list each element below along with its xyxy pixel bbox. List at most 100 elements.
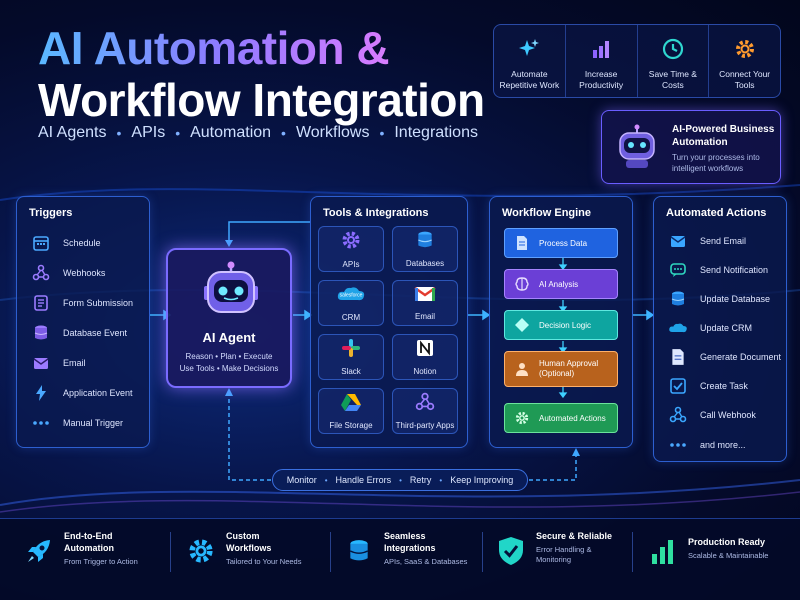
email-icon (668, 231, 688, 251)
benefit-title: Custom Workflows (226, 531, 272, 553)
tool-email[interactable]: Email (392, 280, 458, 326)
feature-save-time: Save Time & Costs (638, 25, 710, 97)
feature-productivity: Increase Productivity (566, 25, 638, 97)
trigger-item[interactable]: Schedule (31, 233, 101, 253)
workflow-step-process-data[interactable]: Process Data (504, 228, 618, 258)
trigger-item[interactable]: Form Submission (31, 293, 133, 313)
salesforce-icon: salesforce (336, 284, 366, 309)
robot-icon (612, 123, 662, 178)
feature-connect: Connect Your Tools (709, 25, 780, 97)
benefit-secure: Secure & Reliable Error Handling & Monit… (496, 530, 612, 568)
calendar-icon (31, 233, 51, 253)
tool-slack[interactable]: Slack (318, 334, 384, 380)
trigger-item[interactable]: Manual Trigger (31, 413, 123, 433)
benefit-title: Secure & Reliable (536, 531, 613, 541)
benefit-subtitle: From Trigger to Action (64, 557, 138, 566)
benefit-subtitle: Tailored to Your Needs (226, 557, 302, 566)
workflow-step-automated-actions[interactable]: Automated Actions (504, 403, 618, 433)
separator: • (439, 475, 443, 485)
robot-icon (198, 260, 264, 331)
actions-title: Automated Actions (666, 207, 767, 219)
tool-apis[interactable]: APIs (318, 226, 384, 272)
title-line-2: Workflow Integration (38, 74, 485, 126)
tool-notion[interactable]: Notion (392, 334, 458, 380)
ai-agent-line-1: Reason • Plan • Execute (185, 352, 273, 361)
tag-separator: • (379, 125, 385, 141)
action-item[interactable]: Send Email (668, 231, 746, 251)
tool-label: Third-party Apps (395, 421, 455, 430)
benefit-subtitle: Scalable & Maintainable (688, 551, 769, 560)
trigger-item[interactable]: Database Event (31, 323, 127, 343)
action-label: Create Task (700, 381, 748, 391)
handle-errors-label: Handle Errors (335, 475, 392, 485)
gear-icon (340, 229, 362, 256)
tag-automation: Automation (190, 124, 272, 141)
tool-label: Notion (413, 367, 437, 376)
trigger-label: Form Submission (63, 298, 134, 308)
person-icon (513, 360, 531, 378)
tool-label: Slack (341, 367, 361, 376)
feature-label: Automate Repetitive Work (499, 69, 560, 90)
title-line-1: AI Automation & (38, 22, 485, 74)
tool-crm[interactable]: salesforce CRM (318, 280, 384, 326)
divider (632, 532, 633, 572)
tool-label: CRM (341, 313, 361, 322)
ai-agent-card: AI Agent Reason • Plan • Execute Use Too… (166, 248, 292, 388)
workflow-step-decision-logic[interactable]: Decision Logic (504, 310, 618, 340)
action-item[interactable]: Create Task (668, 376, 748, 396)
benefit-production-ready: Production Ready Scalable & Maintainable (648, 530, 768, 568)
trigger-item[interactable]: Webhooks (31, 263, 105, 283)
database-icon (668, 289, 688, 309)
tool-file-storage[interactable]: File Storage (318, 388, 384, 434)
notion-icon (415, 338, 435, 363)
action-item[interactable]: Send Notification (668, 260, 768, 280)
feature-label: Increase Productivity (579, 69, 624, 90)
gear-icon (731, 35, 759, 63)
workflow-connectors (558, 258, 568, 399)
keep-improving-label: Keep Improving (450, 475, 514, 485)
diamond-icon (513, 316, 531, 334)
tool-third-party[interactable]: Third-party Apps (392, 388, 458, 434)
ai-agent-description: Reason • Plan • Execute Use Tools • Make… (168, 351, 290, 375)
ai-agent-line-2: Use Tools • Make Decisions (179, 364, 279, 373)
actions-panel: Automated Actions Send Email Send Notifi… (653, 196, 787, 462)
divider (170, 532, 171, 572)
trigger-item[interactable]: Email (31, 353, 86, 373)
action-item[interactable]: Generate Document (668, 347, 781, 367)
trigger-label: Database Event (63, 328, 128, 338)
benefit-title: Seamless Integrations (384, 531, 436, 553)
workflow-step-ai-analysis[interactable]: AI Analysis (504, 269, 618, 299)
action-item[interactable]: Call Webhook (668, 405, 756, 425)
action-label: Call Webhook (700, 410, 756, 420)
tag-workflows: Workflows (295, 124, 370, 141)
page-title: AI Automation & Workflow Integration (38, 22, 485, 126)
action-item[interactable]: and more... (668, 435, 746, 455)
action-item[interactable]: Update Database (668, 289, 770, 309)
webhook-icon (668, 405, 688, 425)
action-item[interactable]: Update CRM (668, 318, 752, 338)
more-dots-icon (668, 435, 688, 455)
ai-agent-title: AI Agent (202, 330, 256, 345)
action-label: Send Email (700, 236, 747, 246)
divider (330, 532, 331, 572)
workflow-step-human-approval[interactable]: Human Approval (Optional) (504, 351, 618, 387)
trigger-label: Manual Trigger (63, 418, 124, 428)
benefit-custom-workflows: Custom Workflows Tailored to Your Needs (186, 530, 301, 568)
sparkle-icon (515, 35, 543, 63)
tools-title: Tools & Integrations (323, 207, 429, 219)
clock-icon (659, 35, 687, 63)
more-dots-icon (31, 413, 51, 433)
gear-icon (513, 409, 531, 427)
salesforce-logo-text: salesforce (340, 293, 363, 299)
workflow-step-label: Automated Actions (539, 413, 606, 423)
trigger-item[interactable]: Application Event (31, 383, 133, 403)
tool-databases[interactable]: Databases (392, 226, 458, 272)
chat-icon (668, 260, 688, 280)
feature-box: Automate Repetitive Work Increase Produc… (493, 24, 781, 98)
trigger-label: Application Event (63, 388, 133, 398)
tag-ai-agents: AI Agents (38, 124, 107, 141)
workflow-step-label: Decision Logic (539, 320, 592, 330)
benefit-integrations: Seamless Integrations APIs, SaaS & Datab… (344, 530, 467, 568)
feature-automate: Automate Repetitive Work (494, 25, 566, 97)
database-icon (415, 230, 435, 255)
